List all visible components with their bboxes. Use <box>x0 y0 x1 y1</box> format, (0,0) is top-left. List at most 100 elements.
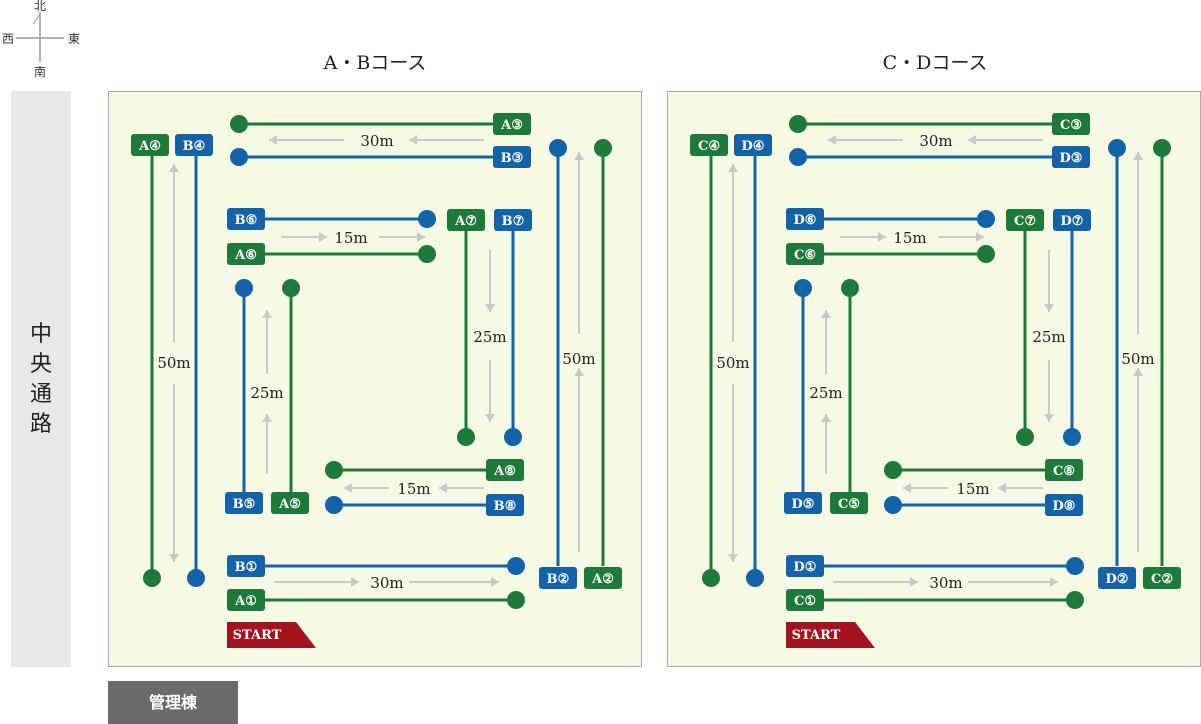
leg7-arrow-a <box>1044 250 1054 312</box>
start-label: START <box>792 628 841 643</box>
leg7-outer-badge-bg <box>447 209 485 231</box>
leg1-distance: 30m <box>370 574 403 592</box>
leg7-inner-badge: B⑦ <box>502 214 525 229</box>
leg5-inner-badge-bg <box>784 492 822 514</box>
leg1-arrow-a <box>274 577 359 587</box>
leg7-outer-badge: C⑦ <box>1014 214 1036 229</box>
leg8-arrow-b <box>344 483 389 493</box>
leg8-arrow-b <box>903 483 948 493</box>
leg3-outer-badge-bg <box>493 113 531 135</box>
leg1-outer-badge: C① <box>794 594 816 609</box>
leg5-outer-end <box>841 279 859 297</box>
leg2-inner-end <box>1108 139 1126 157</box>
leg4-inner-badge-bg <box>175 134 213 156</box>
leg8-inner-end <box>325 496 343 514</box>
leg5-inner-badge: D⑤ <box>792 497 815 512</box>
leg6-arrow-b <box>379 232 425 242</box>
leg3-outer-badge: C③ <box>1060 118 1082 133</box>
compass-south: 南 <box>34 64 46 79</box>
leg5-outer-badge: A⑤ <box>278 497 301 512</box>
leg2-arrow-b <box>574 368 584 552</box>
leg7-outer-badge-bg <box>1006 209 1044 231</box>
leg5-outer-badge-bg <box>830 492 868 514</box>
leg8-inner-badge: D⑧ <box>1053 499 1076 514</box>
leg4-outer-end <box>702 569 720 587</box>
leg3-outer-end <box>789 115 807 133</box>
leg8-inner-end <box>884 496 902 514</box>
leg4-arrow-b <box>728 384 738 562</box>
leg6-arrow-b <box>938 232 984 242</box>
leg7-outer-end <box>457 428 475 446</box>
leg2-inner-badge: D② <box>1106 572 1129 587</box>
leg7-inner-end <box>1063 428 1081 446</box>
leg2-arrow-b <box>1133 368 1143 552</box>
leg1-inner-badge-bg <box>227 555 265 577</box>
corridor-label: 中央通路 <box>11 320 71 440</box>
leg8-outer-badge-bg <box>486 459 524 481</box>
leg8-outer-end <box>325 461 343 479</box>
leg4-distance: 50m <box>157 354 190 372</box>
central-corridor <box>11 91 71 667</box>
leg3-inner-end <box>230 148 248 166</box>
leg6-outer-end <box>977 245 995 263</box>
leg7-inner-end <box>504 428 522 446</box>
leg6-inner-badge-bg <box>227 208 265 230</box>
leg2-outer-badge-bg <box>1143 567 1181 589</box>
leg7-outer-badge: A⑦ <box>454 214 477 229</box>
leg4-arrow-a <box>169 164 179 342</box>
leg2-inner-badge-bg <box>1098 567 1136 589</box>
leg3-outer-badge-bg <box>1052 113 1090 135</box>
leg2-outer-end <box>594 139 612 157</box>
leg5-inner-badge-bg <box>225 492 263 514</box>
leg3-outer-badge: A③ <box>500 118 523 133</box>
leg1-arrow-b <box>968 577 1058 587</box>
leg1-outer-end <box>1066 591 1084 609</box>
leg2-distance: 50m <box>562 350 595 368</box>
leg3-arrow-a <box>409 135 484 145</box>
leg6-outer-badge: A⑥ <box>234 248 257 263</box>
leg3-arrow-b <box>828 135 903 145</box>
leg1-distance: 30m <box>929 574 962 592</box>
leg2-inner-badge-bg <box>539 567 577 589</box>
leg7-distance: 25m <box>1032 328 1065 346</box>
leg8-outer-badge: A⑧ <box>493 464 516 479</box>
leg1-outer-badge-bg <box>786 589 824 611</box>
leg3-outer-end <box>230 115 248 133</box>
leg2-arrow-a <box>1133 152 1143 334</box>
compass-north: 北 <box>34 0 46 13</box>
leg2-outer-badge: C② <box>1151 572 1173 587</box>
leg8-outer-end <box>884 461 902 479</box>
leg6-outer-end <box>418 245 436 263</box>
leg2-distance: 50m <box>1121 350 1154 368</box>
leg4-distance: 50m <box>716 354 749 372</box>
leg2-outer-end <box>1153 139 1171 157</box>
leg3-distance: 30m <box>360 132 393 150</box>
leg5-outer-badge: C⑤ <box>838 497 860 512</box>
leg4-arrow-b <box>169 384 179 562</box>
leg3-inner-badge-bg <box>493 146 531 168</box>
compass-west: 西 <box>2 32 14 46</box>
leg7-inner-badge-bg <box>494 209 532 231</box>
leg7-arrow-b <box>485 360 495 422</box>
leg6-inner-badge: B⑥ <box>235 213 258 228</box>
leg1-inner-badge: D① <box>794 560 817 575</box>
leg6-inner-badge: D⑥ <box>794 213 817 228</box>
leg2-outer-badge: A② <box>591 572 614 587</box>
leg1-outer-badge: A① <box>234 594 257 609</box>
leg6-inner-badge-bg <box>786 208 824 230</box>
leg5-outer-end <box>282 279 300 297</box>
leg5-inner-end <box>794 279 812 297</box>
leg6-distance: 15m <box>334 229 367 247</box>
start-tab <box>786 622 875 648</box>
leg3-distance: 30m <box>919 132 952 150</box>
leg3-inner-badge-bg <box>1052 146 1090 168</box>
leg2-outer-badge-bg <box>584 567 622 589</box>
leg4-inner-end <box>187 569 205 587</box>
leg8-inner-badge-bg <box>1045 494 1083 516</box>
leg8-distance: 15m <box>956 480 989 498</box>
leg6-inner-end <box>977 210 995 228</box>
leg1-arrow-a <box>833 577 918 587</box>
compass-east: 東 <box>68 32 80 46</box>
